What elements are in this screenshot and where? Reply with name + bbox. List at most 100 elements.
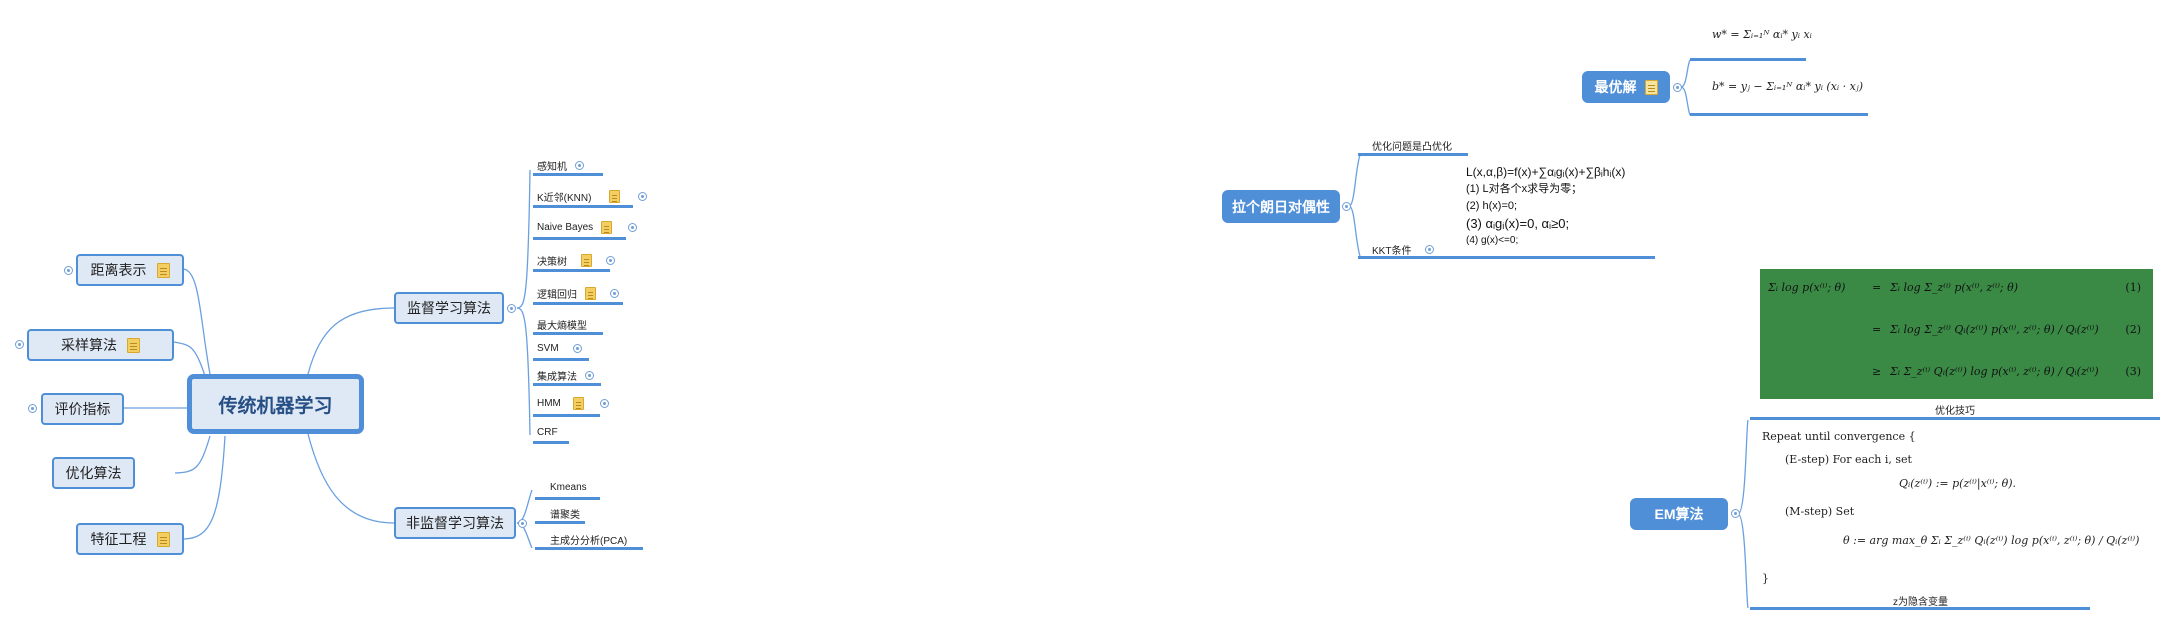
expand-icon[interactable] <box>628 223 638 232</box>
b-star-formula: b* = yⱼ − Σᵢ₌₁ᴺ αᵢ* yᵢ (xᵢ · xⱼ) <box>1712 80 1864 93</box>
kkt-conditions: L(x,α,β)=f(x)+∑αᵢgᵢ(x)+∑βᵢhᵢ(x) (1) L对各个… <box>1466 164 1625 249</box>
derivation-row: Σᵢ log p(x⁽ⁱ⁾; θ) = Σᵢ log Σ_z⁽ⁱ⁾ p(x⁽ⁱ⁾… <box>1768 281 2141 294</box>
topic-optimization[interactable]: 优化算法 <box>52 457 135 489</box>
topic-label: 拉个朗日对偶性 <box>1232 198 1330 215</box>
collapse-icon[interactable] <box>518 519 527 528</box>
expand-icon[interactable] <box>1425 245 1435 254</box>
collapse-icon[interactable] <box>1673 83 1682 92</box>
leaf-underline <box>533 205 633 208</box>
expand-icon[interactable] <box>575 161 584 170</box>
em-mstep: (M-step) Set <box>1785 505 1855 518</box>
leaf-underline <box>533 269 610 272</box>
topic-label: 采样算法 <box>61 337 117 353</box>
em-repeat: Repeat until convergence { <box>1762 430 1916 443</box>
note-icon[interactable] <box>601 221 613 234</box>
em-derivation-image: Σᵢ log p(x⁽ⁱ⁾; θ) = Σᵢ log Σ_z⁽ⁱ⁾ p(x⁽ⁱ⁾… <box>1760 269 2153 399</box>
leaf-underline <box>533 441 569 444</box>
topic-em-algorithm[interactable]: EM算法 <box>1630 498 1728 530</box>
leaf-decision-tree[interactable]: 决策树 <box>537 253 615 268</box>
topic-lagrange-duality[interactable]: 拉个朗日对偶性 <box>1222 190 1340 223</box>
kkt-line: (4) g(x)<=0; <box>1466 235 1519 246</box>
expand-icon[interactable] <box>606 256 615 265</box>
leaf-convex[interactable]: 优化问题是凸优化 <box>1372 142 1452 153</box>
leaf-underline <box>1690 58 1806 61</box>
kkt-line: (1) L对各个x求导为零； <box>1466 183 1583 195</box>
topic-label: 非监督学习算法 <box>406 515 504 531</box>
derivation-row: ≥ Σᵢ Σ_z⁽ⁱ⁾ Qᵢ(z⁽ⁱ⁾) log p(x⁽ⁱ⁾, z⁽ⁱ⁾; θ… <box>1872 365 2141 378</box>
topic-metrics[interactable]: 评价指标 <box>41 393 124 425</box>
leaf-crf[interactable]: CRF <box>537 427 558 438</box>
topic-label: 监督学习算法 <box>407 300 491 316</box>
note-icon[interactable] <box>572 397 584 410</box>
collapse-icon[interactable] <box>507 304 516 313</box>
em-estep-equation: Qᵢ(z⁽ⁱ⁾) := p(z⁽ⁱ⁾|x⁽ⁱ⁾; θ). <box>1899 477 2017 490</box>
note-icon[interactable] <box>156 262 170 278</box>
topic-label: 评价指标 <box>54 401 111 417</box>
leaf-underline <box>533 332 603 335</box>
leaf-optimization-trick[interactable]: 优化技巧 <box>1935 406 1975 417</box>
collapse-icon[interactable] <box>1731 509 1740 518</box>
leaf-underline <box>533 302 623 305</box>
topic-distance[interactable]: 距离表示 <box>76 254 184 286</box>
topic-label: EM算法 <box>1654 506 1704 522</box>
topic-label: 特征工程 <box>90 531 147 547</box>
leaf-underline <box>1750 417 2160 420</box>
leaf-underline <box>533 173 603 176</box>
leaf-ensemble[interactable]: 集成算法 <box>537 368 594 383</box>
note-icon[interactable] <box>585 287 596 300</box>
note-icon[interactable] <box>1644 79 1658 95</box>
leaf-underline <box>533 237 626 240</box>
topic-supervised[interactable]: 监督学习算法 <box>394 292 504 324</box>
leaf-latent-variable[interactable]: z为隐含变量 <box>1893 597 1948 608</box>
leaf-pca[interactable]: 主成分分析(PCA) <box>550 536 628 547</box>
expand-icon[interactable] <box>15 340 24 349</box>
expand-icon[interactable] <box>638 192 648 201</box>
expand-icon[interactable] <box>610 289 619 298</box>
leaf-underline <box>1358 256 1655 259</box>
note-icon[interactable] <box>609 190 621 203</box>
topic-sampling[interactable]: 采样算法 <box>27 329 174 361</box>
root-label: 传统机器学习 <box>218 395 333 417</box>
w-star-formula: w* = Σᵢ₌₁ᴺ αᵢ* yᵢ xᵢ <box>1712 28 1812 41</box>
leaf-underline <box>535 497 600 500</box>
kkt-line: L(x,α,β)=f(x)+∑αᵢgᵢ(x)+∑βᵢhᵢ(x) <box>1466 165 1626 179</box>
leaf-perceptron[interactable]: 感知机 <box>537 158 584 173</box>
leaf-underline <box>535 547 643 550</box>
note-icon[interactable] <box>581 254 592 267</box>
leaf-underline <box>533 414 600 417</box>
topic-optimal-solution[interactable]: 最优解 <box>1582 71 1670 103</box>
collapse-icon[interactable] <box>1342 202 1351 211</box>
leaf-spectral[interactable]: 谱聚类 <box>550 510 580 521</box>
kkt-line: (3) αᵢgᵢ(x)=0, αᵢ≥0; <box>1466 216 1570 231</box>
note-icon[interactable] <box>156 531 170 547</box>
leaf-hmm[interactable]: HMM <box>537 397 609 410</box>
leaf-max-entropy[interactable]: 最大熵模型 <box>537 321 587 332</box>
root-topic[interactable]: 传统机器学习 <box>187 374 364 434</box>
leaf-knn[interactable]: K近邻(KNN) <box>537 189 648 204</box>
leaf-kmeans[interactable]: Kmeans <box>550 482 587 493</box>
leaf-underline <box>533 358 589 361</box>
expand-icon[interactable] <box>599 399 609 408</box>
note-icon[interactable] <box>127 337 140 353</box>
expand-icon[interactable] <box>28 404 37 413</box>
expand-icon[interactable] <box>64 266 73 275</box>
leaf-underline <box>535 521 585 524</box>
topic-feature-engineering[interactable]: 特征工程 <box>76 523 184 555</box>
leaf-underline <box>1750 607 2090 610</box>
topic-unsupervised[interactable]: 非监督学习算法 <box>394 507 516 539</box>
leaf-logistic-regression[interactable]: 逻辑回归 <box>537 286 619 301</box>
expand-icon[interactable] <box>572 344 582 353</box>
leaf-svm[interactable]: SVM <box>537 343 582 354</box>
em-close: } <box>1762 572 1769 585</box>
leaf-naive-bayes[interactable]: Naive Bayes <box>537 221 638 234</box>
leaf-underline <box>533 383 601 386</box>
leaf-kkt[interactable]: KKT条件 <box>1372 242 1435 257</box>
em-algorithm-image: Repeat until convergence { (E-step) For … <box>1758 420 2160 606</box>
em-estep: (E-step) For each i, set <box>1785 453 1912 466</box>
em-mstep-equation: θ := arg max_θ Σᵢ Σ_z⁽ⁱ⁾ Qᵢ(z⁽ⁱ⁾) log p(… <box>1843 534 2140 547</box>
topic-label: 距离表示 <box>90 262 147 278</box>
leaf-underline <box>1690 113 1868 116</box>
topic-label: 优化算法 <box>65 465 122 481</box>
expand-icon[interactable] <box>585 371 594 380</box>
derivation-row: = Σᵢ log Σ_z⁽ⁱ⁾ Qᵢ(z⁽ⁱ⁾) p(x⁽ⁱ⁾, z⁽ⁱ⁾; θ… <box>1872 323 2141 336</box>
